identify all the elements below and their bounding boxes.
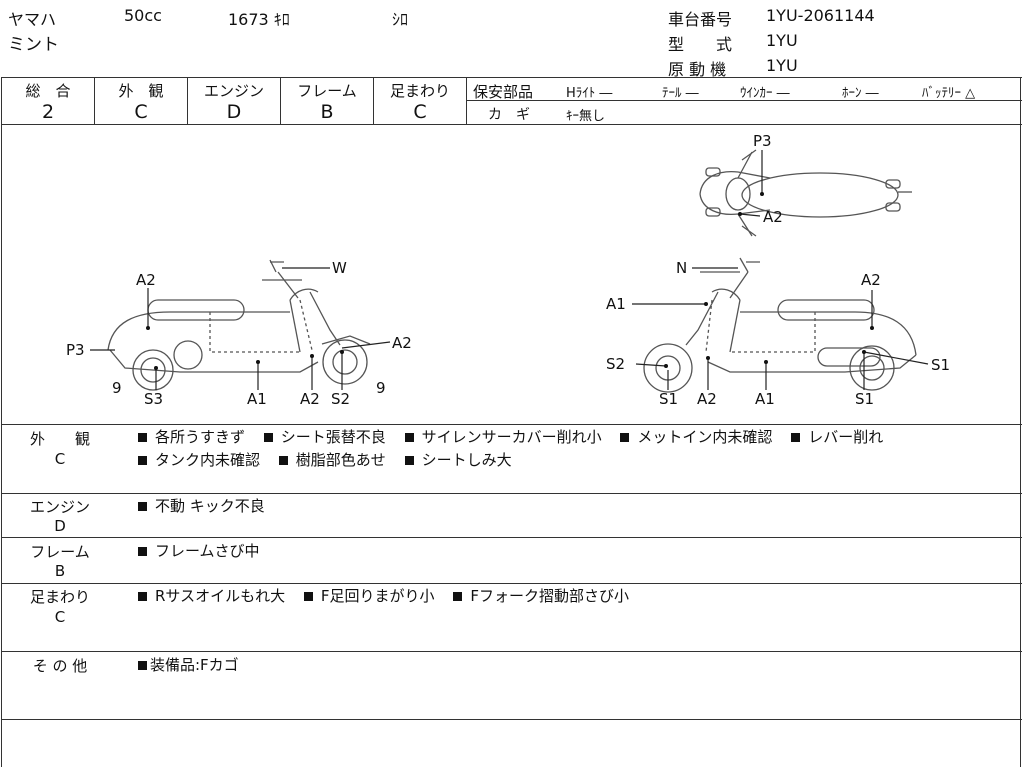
section-engine-notes: 不動 キック不良 <box>138 495 1018 518</box>
note-item: フレームさび中 <box>138 542 260 560</box>
diag-left-A2-bottom: A2 <box>300 390 320 408</box>
divider <box>2 77 1022 78</box>
divider <box>2 124 1022 125</box>
diag-left-W: W <box>332 259 347 277</box>
diag-right-A2-bottom: A2 <box>697 390 717 408</box>
diag-right-S2: S2 <box>606 355 625 373</box>
grade-frame-value: B <box>320 101 334 123</box>
divider <box>466 77 467 124</box>
divider <box>2 424 1022 425</box>
divider <box>2 583 1022 584</box>
section-exterior-grade: C <box>54 450 66 468</box>
diag-left-rear-num: 9 <box>112 379 122 397</box>
note-item: シート張替不良 <box>263 428 386 446</box>
section-exterior-label: 外 観 <box>29 430 90 448</box>
section-frame-notes: フレームさび中 <box>138 540 1018 563</box>
maker: ヤマハ <box>8 10 57 29</box>
displacement: 50cc <box>124 6 162 25</box>
section-engine-label: エンジン <box>29 498 90 516</box>
divider <box>1020 77 1021 767</box>
frame-no-label: 車台番号 <box>668 10 733 29</box>
note-item: 装備品:Fカゴ <box>138 656 239 674</box>
grade-engine-value: D <box>226 101 242 123</box>
diag-left-P3: P3 <box>66 341 85 359</box>
diag-left-S3: S3 <box>144 390 163 408</box>
engine-type-label: 原 動 機 <box>668 60 727 79</box>
grade-overall-value: 2 <box>41 101 55 123</box>
grade-exterior-label: 外 観 <box>118 82 164 100</box>
grade-overall-label: 総 合 <box>25 82 71 100</box>
divider <box>2 493 1022 494</box>
grade-frame-label: フレーム <box>297 82 357 100</box>
divider <box>2 719 1022 720</box>
note-item: レバー削れ <box>791 428 883 446</box>
section-suspension-label: 足まわり <box>29 588 90 606</box>
diag-right-S1-bottom-right: S1 <box>855 390 874 408</box>
grade-exterior-value: C <box>134 101 148 123</box>
section-exterior-notes: 各所うすきず シート張替不良 サイレンサーカバー削れ小 メットイン内未確認 レバ… <box>138 426 1018 472</box>
note-item: サイレンサーカバー削れ小 <box>404 428 602 446</box>
diag-top-A2: A2 <box>763 208 783 226</box>
note-item: 不動 キック不良 <box>138 497 265 515</box>
diag-right-S1-bottom-left: S1 <box>659 390 678 408</box>
diag-right-A1: A1 <box>606 295 626 313</box>
key-value: ｷｰ無し <box>566 109 606 124</box>
grade-engine-label: エンジン <box>203 82 264 100</box>
type-value: 1YU <box>766 31 798 50</box>
diag-left-S2: S2 <box>331 390 350 408</box>
mileage: 1673 ｷﾛ <box>228 10 290 29</box>
diag-right-S1-side: S1 <box>931 356 950 374</box>
grade-suspension-value: C <box>413 101 427 123</box>
section-suspension-grade: C <box>54 608 66 626</box>
diag-right-A1-bottom: A1 <box>755 390 775 408</box>
section-other-label: そ の 他 <box>32 657 88 675</box>
notes-line: 各所うすきず シート張替不良 サイレンサーカバー削れ小 メットイン内未確認 レバ… <box>138 426 1018 449</box>
section-other-notes: 装備品:Fカゴ <box>138 654 1018 677</box>
diag-right-N: N <box>676 259 687 277</box>
engine-type-value: 1YU <box>766 56 798 75</box>
note-item: 樹脂部色あせ <box>278 451 386 469</box>
note-item: シートしみ大 <box>404 451 512 469</box>
section-suspension-notes: Rサスオイルもれ大 F足回りまがり小 Fフォーク摺動部さび小 <box>138 585 1018 608</box>
scooter-diagram: W A2 P3 A2 9 9 S3 A1 A2 S2 P3 A2 N A1 A2… <box>66 132 950 408</box>
frame-no: 1YU-2061144 <box>766 6 875 25</box>
safety-tail: ﾃｰﾙ ― <box>662 86 699 101</box>
model-name: ミント <box>8 35 59 55</box>
divider <box>94 77 95 124</box>
divider <box>280 77 281 124</box>
diag-left-A2-top: A2 <box>136 271 156 289</box>
color: ｼﾛ <box>392 10 409 29</box>
note-item: メットイン内未確認 <box>620 428 772 446</box>
safety-battery: ﾊﾞｯﾃﾘｰ △ <box>922 86 976 101</box>
safety-horn: ﾎｰﾝ ― <box>842 86 879 101</box>
section-frame-grade: B <box>54 562 66 580</box>
diag-left-front-num: 9 <box>376 379 386 397</box>
safety-winker: ｳｲﾝｶｰ ― <box>740 86 790 101</box>
divider <box>2 537 1022 538</box>
divider <box>373 77 374 124</box>
key-label: カ ギ <box>488 107 530 123</box>
divider <box>2 651 1022 652</box>
note-item: F足回りまがり小 <box>303 587 435 605</box>
note-item: Rサスオイルもれ大 <box>138 587 285 605</box>
type-label: 型 式 <box>668 35 733 54</box>
note-item: タンク内未確認 <box>138 451 260 469</box>
divider <box>1 77 2 767</box>
safety-label: 保安部品 <box>473 83 534 101</box>
divider <box>187 77 188 124</box>
section-frame-label: フレーム <box>30 543 90 561</box>
grade-suspension-label: 足まわり <box>389 82 450 100</box>
section-engine-grade: D <box>54 517 66 535</box>
safety-headlight: Hﾗｲﾄ ― <box>566 86 613 101</box>
diag-left-A1: A1 <box>247 390 267 408</box>
divider <box>466 100 1022 101</box>
diag-left-A2-front: A2 <box>392 334 412 352</box>
note-item: Fフォーク摺動部さび小 <box>453 587 629 605</box>
diag-top-P3: P3 <box>753 132 772 150</box>
diag-right-A2: A2 <box>861 271 881 289</box>
notes-line: タンク内未確認 樹脂部色あせ シートしみ大 <box>138 449 1018 472</box>
note-item: 各所うすきず <box>138 428 245 446</box>
